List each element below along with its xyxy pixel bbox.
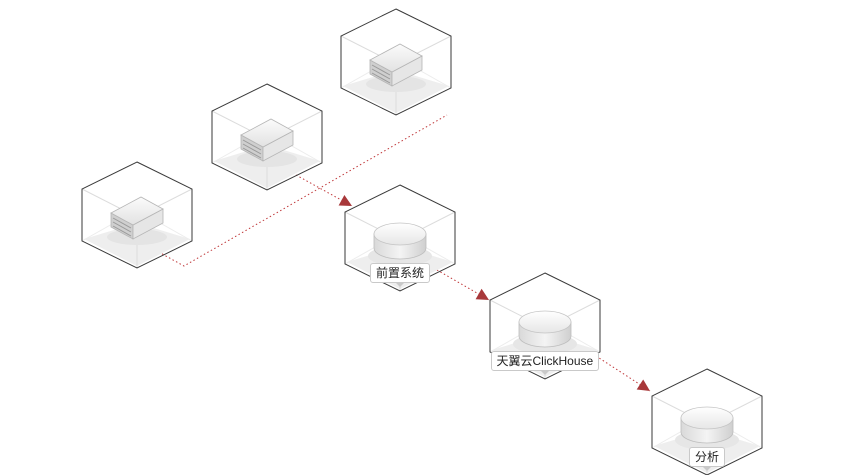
node-label-clickhouse: 天翼云ClickHouse xyxy=(490,351,600,375)
server-icon xyxy=(107,196,167,245)
arrowhead-icon xyxy=(475,288,489,300)
node-label-frontend: 前置系统 xyxy=(370,263,431,287)
arrowhead-icon xyxy=(338,194,352,206)
database-icon xyxy=(513,310,577,354)
edge-clickhouse-to-analysis xyxy=(595,355,651,392)
node-label-analysis: 分析 xyxy=(689,447,726,471)
database-icon xyxy=(368,222,432,266)
nodes xyxy=(81,0,763,475)
node-server-left[interactable] xyxy=(81,128,193,269)
arrowhead-icon xyxy=(636,379,650,391)
connections xyxy=(154,114,651,392)
database-icon xyxy=(675,406,739,450)
server-icon xyxy=(366,43,426,92)
node-server-top[interactable] xyxy=(340,0,452,116)
node-server-middle[interactable] xyxy=(211,0,323,191)
edge-server-left-to-server-top xyxy=(154,114,448,267)
server-icon xyxy=(237,118,297,167)
